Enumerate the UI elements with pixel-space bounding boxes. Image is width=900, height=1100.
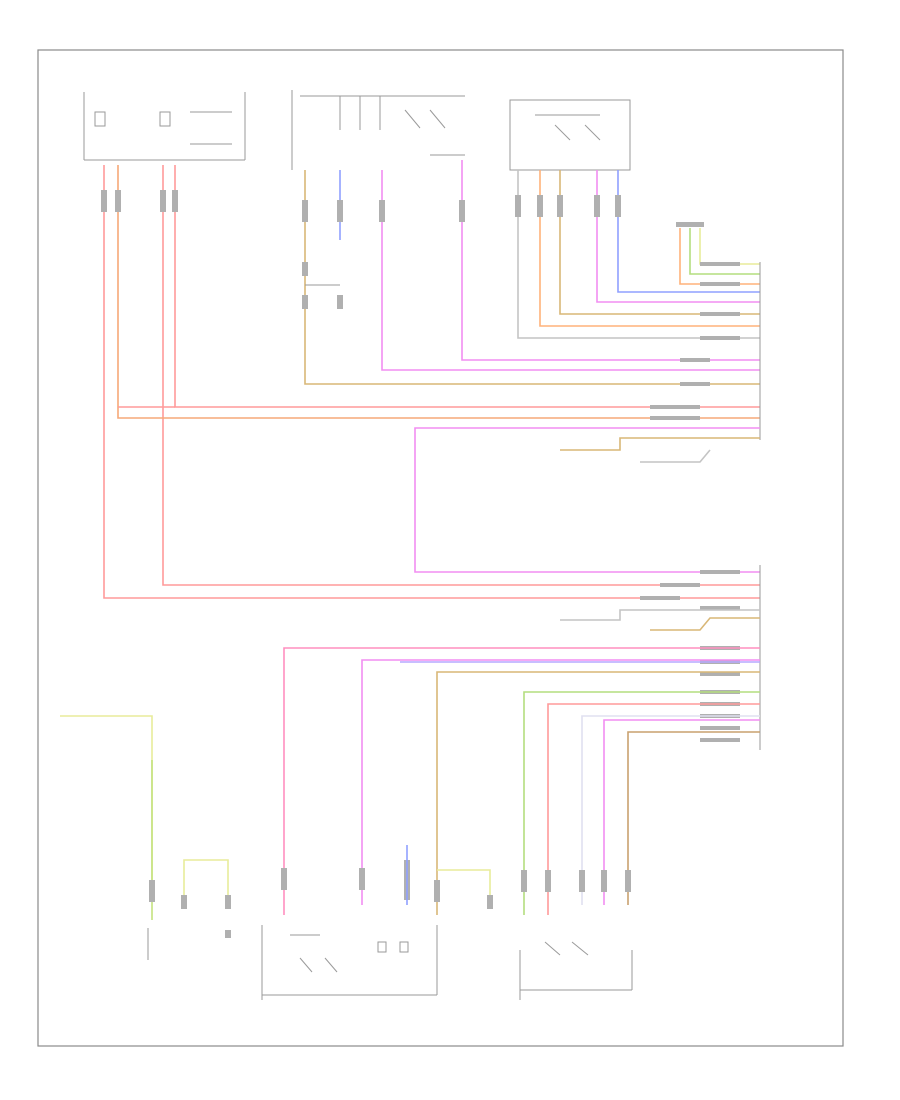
wire-green-2 [523,691,760,915]
wire-tan-1 [304,170,760,385]
rear-switch-pins [521,870,631,892]
wire-green-1 [689,228,760,275]
wire-tan-4 [650,617,760,631]
wire-pink-1 [283,647,760,915]
wire-yellow-2 [183,859,229,905]
fuse-pins [101,190,178,212]
wire-red-4 [547,703,760,915]
wire-tan-2 [559,170,760,315]
wire-magenta-1 [381,170,760,371]
wire-salmon-1 [117,165,760,419]
wire-tan-5 [436,671,760,915]
rear-sensor-pins [149,880,231,938]
wire-yellow-1 [699,228,760,265]
rear-lock-pins [281,860,440,902]
front-passenger-window-switch [291,90,465,170]
wire-magenta-2 [461,160,760,361]
wire-gray-3 [560,609,760,621]
front-driver-door-module [640,565,761,750]
wire-orange-1 [539,170,760,327]
passenger-switch-pins [302,200,465,309]
wire-tan-3 [560,437,760,451]
wire-gray-2 [640,449,711,463]
diagram-frame [37,49,844,1047]
wire-magenta-6 [603,719,760,905]
wire-magenta-4 [414,427,760,573]
wire-tan-6 [627,731,760,905]
right-rear-window-switch [519,941,633,1000]
wire-magenta-5 [361,659,760,905]
fuse-block-top-left [83,92,246,161]
front-passenger-door-module [509,99,631,171]
wire-yellow-green [60,715,153,900]
rear-door-lock-unit [261,925,438,1000]
ground-connector [487,895,493,909]
wire-yellow-3 [437,869,491,905]
wire-gray-1 [517,170,760,339]
passenger-door-pins [515,195,704,227]
wire-red-2 [162,165,760,586]
wire-gray-4 [581,715,760,905]
wire-orange-2 [679,228,760,285]
wire-red-1 [103,165,760,599]
front-connector [650,262,761,440]
